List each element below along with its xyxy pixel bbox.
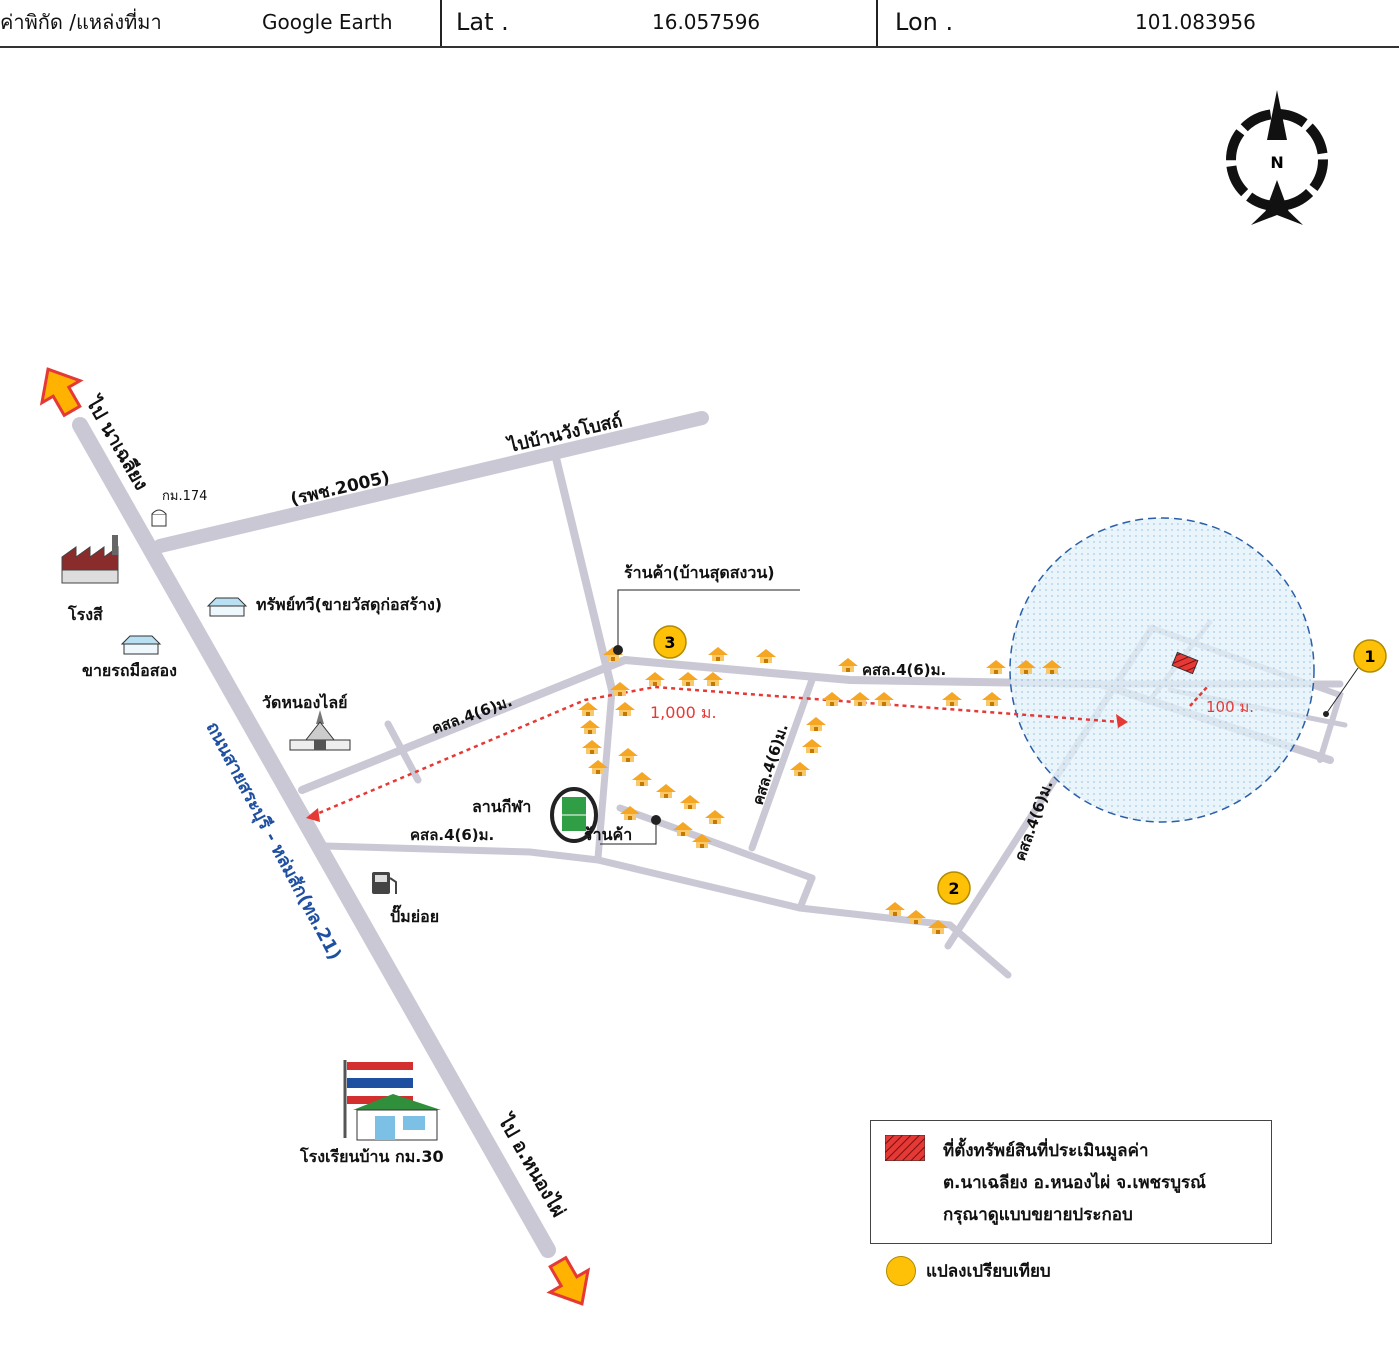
- sports-field-icon: [550, 787, 598, 843]
- distance-arrow-end: [1116, 714, 1128, 728]
- source-label: ค่าพิกัด /แหล่งที่มา: [0, 10, 162, 34]
- label-gas-pump: ปั๊มย่อย: [390, 904, 439, 926]
- label-used-cars: ขายรถมือสอง: [82, 661, 177, 680]
- legend-property-line3: กรุณาดูแบบขยายประกอบ: [943, 1205, 1133, 1225]
- label-road-west: คสล.4(6)ม.: [429, 692, 514, 738]
- header-divider: [440, 0, 442, 48]
- comparable-dot-icon: [886, 1256, 916, 1286]
- header-divider: [876, 0, 878, 48]
- shop-icon: [120, 635, 162, 655]
- label-road-south: คสล.4(6)ม.: [410, 826, 494, 844]
- highway-road: [72, 417, 556, 1258]
- arrow-north-icon: [39, 367, 84, 418]
- comparable-marker-1: 1: [1353, 639, 1387, 673]
- arrow-south-icon: [546, 1255, 591, 1306]
- source-value: Google Earth: [262, 10, 393, 34]
- coordinate-header: ค่าพิกัด /แหล่งที่มา Google Earth Lat . …: [0, 0, 1399, 48]
- comparable-marker-3: 3: [653, 625, 687, 659]
- legend-property-line1: ที่ตั้งทรัพย์สินที่ประเมินมูลค่า: [943, 1141, 1149, 1161]
- road-middle: [748, 676, 816, 852]
- svg-text:2: 2: [948, 879, 959, 898]
- label-shop-center: ร้านค้า: [584, 825, 632, 844]
- radius-circle: [1009, 517, 1315, 823]
- label-school: โรงเรียนบ้าน กม.30: [299, 1146, 444, 1166]
- svg-text:3: 3: [664, 633, 675, 652]
- legend-comparable: แปลงเปรียบเทียบ: [886, 1256, 1051, 1286]
- school-icon: [343, 1060, 441, 1141]
- label-distance-100: 100 ม.: [1206, 698, 1254, 716]
- houses: [578, 647, 1062, 934]
- label-temple: วัดหนองไลย์: [262, 693, 348, 712]
- label-construction-store: ทรัพย์ทวี(ขายวัสดุก่อสร้าง): [256, 595, 442, 615]
- legend-comparable-label: แปลงเปรียบเทียบ: [926, 1261, 1051, 1282]
- legend-property-line2: ต.นาเฉลียง อ.หนองไผ่ จ.เพชรบูรณ์: [943, 1173, 1206, 1193]
- gas-pump-icon: [372, 872, 397, 894]
- compass-north-label: N: [1270, 153, 1283, 172]
- distance-arrow-start: [306, 808, 320, 822]
- label-km174: กม.174: [162, 489, 207, 504]
- comparable-marker-2: 2: [937, 871, 971, 905]
- lon-label: Lon .: [895, 8, 954, 36]
- lon-value: 101.083956: [1135, 10, 1256, 34]
- property-marker: [1171, 651, 1199, 675]
- temple-icon: [289, 710, 351, 751]
- label-road-east-south: คสล.4(6)ม.: [1011, 778, 1057, 863]
- lat-value: 16.057596: [652, 10, 761, 34]
- road-connector: [796, 874, 816, 912]
- property-swatch-icon: [885, 1135, 925, 1161]
- label-shop-top: ร้านค้า(บ้านสุดสงวน): [624, 563, 775, 583]
- shop-icon: [206, 597, 248, 617]
- distance-line-100: [1189, 685, 1209, 707]
- lat-label: Lat .: [456, 8, 509, 36]
- factory-icon: [61, 535, 119, 584]
- label-sports-field: ลานกีฬา: [472, 797, 531, 816]
- label-road-east: คสล.4(6)ม.: [862, 661, 946, 679]
- label-distance-1000: 1,000 ม.: [650, 703, 717, 722]
- shop-pin-icon: [600, 589, 1359, 845]
- road-to-ban-wang-bot: [153, 411, 709, 553]
- compass-icon: N: [1226, 90, 1328, 225]
- label-paint-factory: โรงสี: [67, 604, 103, 624]
- svg-text:1: 1: [1364, 647, 1375, 666]
- legend-box: ที่ตั้งทรัพย์สินที่ประเมินมูลค่า ต.นาเฉล…: [870, 1120, 1272, 1244]
- road-north-south: [552, 454, 616, 694]
- header-underline: [0, 46, 1399, 48]
- road-temple-spur: [384, 720, 422, 784]
- road-center-south: [594, 686, 616, 862]
- milestone-icon: [151, 509, 167, 527]
